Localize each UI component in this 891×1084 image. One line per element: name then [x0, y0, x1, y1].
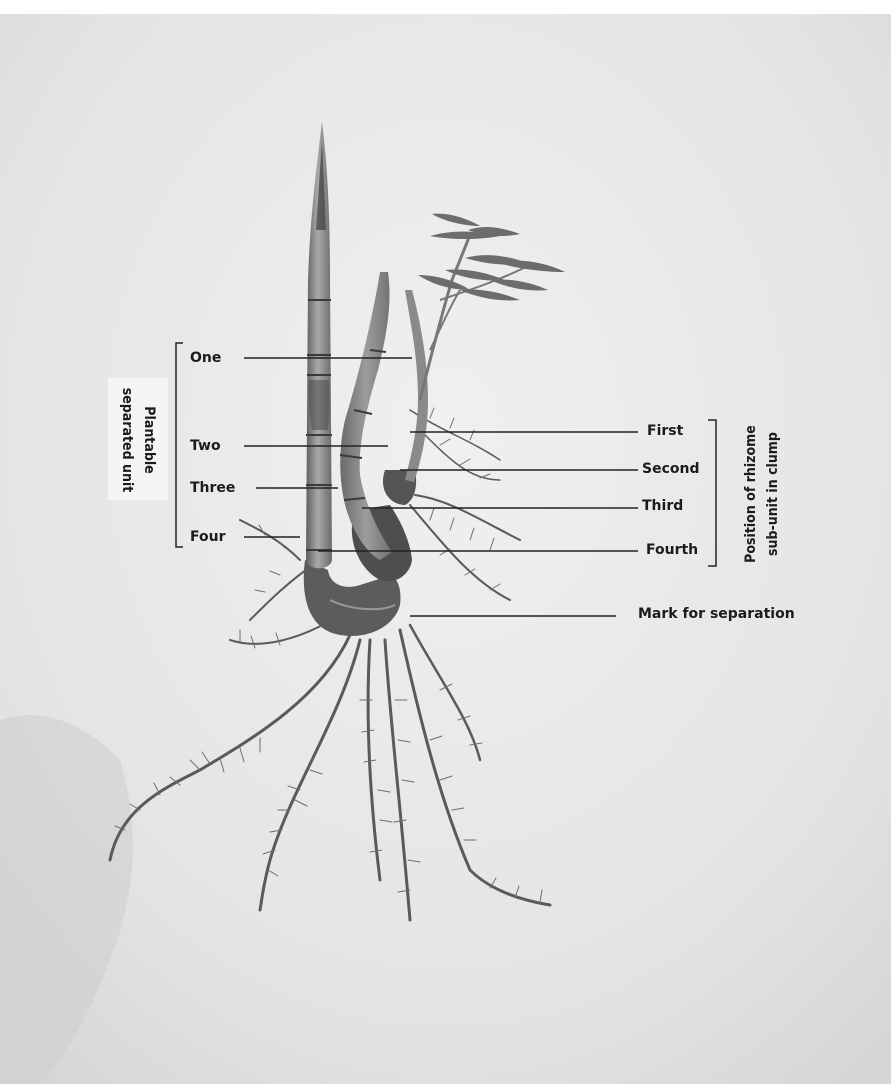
right-group-title-line2: sub-unit in clump: [762, 414, 784, 574]
label-four: Four: [190, 529, 226, 545]
label-first: First: [647, 423, 683, 439]
label-three: Three: [190, 480, 235, 496]
right-group-title: Position of rhizome sub-unit in clump: [740, 414, 784, 574]
label-third: Third: [642, 498, 683, 514]
label-two: Two: [190, 438, 221, 454]
label-mark-for-separation: Mark for separation: [638, 606, 795, 622]
left-group-title-line1: Plantable: [138, 380, 160, 500]
label-second: Second: [642, 461, 699, 477]
right-group-title-line1: Position of rhizome: [740, 414, 762, 574]
label-one: One: [190, 350, 221, 366]
left-group-title: Plantable separated unit: [116, 380, 160, 500]
label-fourth: Fourth: [646, 542, 698, 558]
left-group-title-line2: separated unit: [116, 380, 138, 500]
